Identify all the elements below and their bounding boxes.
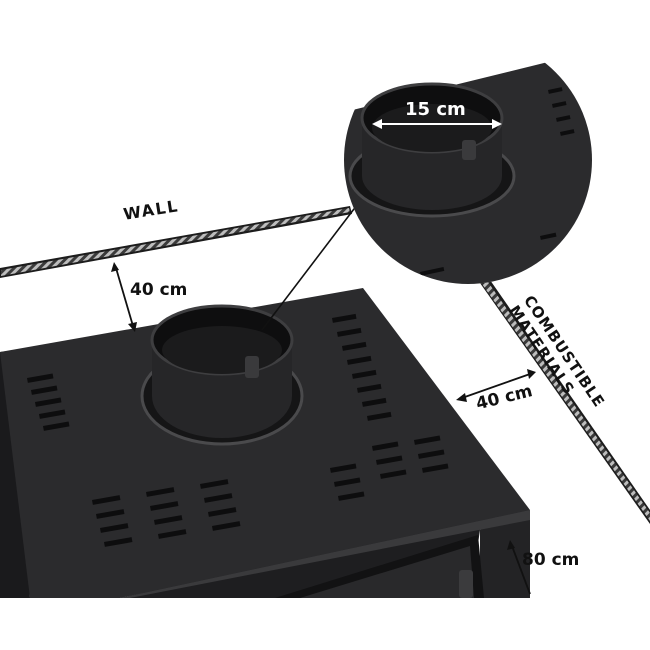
stove-body — [0, 288, 530, 598]
wall-distance-label: 40 cm — [130, 280, 188, 300]
side-distance-arrow — [456, 369, 536, 402]
front-distance-arrow — [507, 540, 531, 595]
stove-top-front-edge — [120, 510, 530, 598]
door-handle — [459, 570, 473, 598]
stove-side-face — [480, 510, 530, 598]
stove-top-panel — [0, 288, 530, 598]
zoom-detail — [344, 36, 592, 284]
door-glass — [300, 546, 474, 598]
flue-diameter-label: 15 cm — [405, 99, 466, 120]
combustible-materials-line — [480, 280, 650, 524]
wall-line — [0, 206, 352, 278]
flue-collar — [140, 304, 304, 446]
vent-slots — [27, 313, 449, 547]
flue-diameter-arrow — [372, 119, 502, 129]
front-distance-label: 80 cm — [522, 550, 580, 570]
wall-distance-arrow — [111, 262, 137, 332]
